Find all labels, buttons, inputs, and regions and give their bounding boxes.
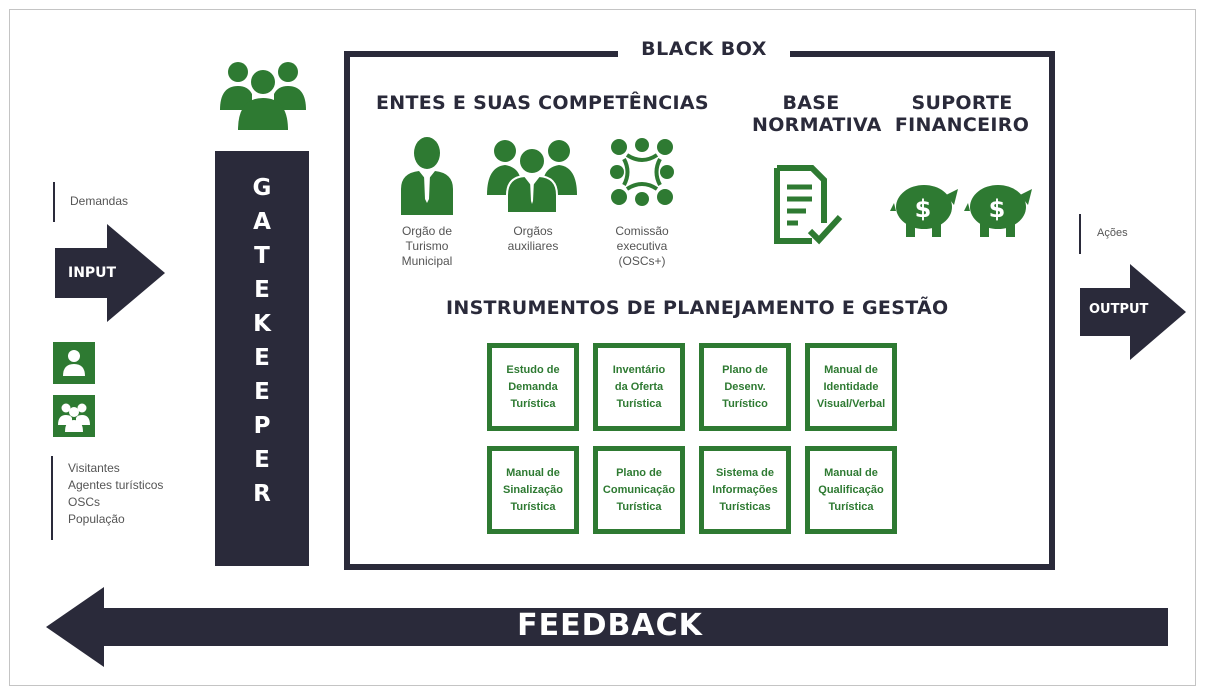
label-line: auxiliares: [507, 239, 559, 253]
single-person-icon: [53, 342, 95, 384]
stakeholder-item: Visitantes: [68, 461, 120, 475]
instrument-line: Estudo de: [506, 363, 560, 376]
group-people-icon: [53, 395, 95, 437]
svg-text:$: $: [915, 195, 932, 223]
diagram-frame: [9, 9, 1196, 686]
feedback-arrow: [46, 587, 1168, 667]
label-line: executiva: [616, 239, 668, 253]
instrument-line: Sistema de: [715, 466, 775, 479]
instrument-line: Manual de: [824, 363, 878, 376]
gatekeeper-letter: E: [254, 379, 270, 405]
acoes-bar: [1079, 214, 1081, 254]
entes-item-label: Orgão de Turismo Municipal: [374, 224, 480, 269]
gatekeeper-letter: A: [253, 209, 271, 235]
label-line: Comissão: [615, 224, 669, 238]
label-line: Municipal: [401, 254, 453, 268]
instrument-line: Visual/Verbal: [816, 397, 886, 410]
gatekeeper-people-icon: [220, 62, 306, 130]
instrument-line: Sinalização: [503, 483, 563, 496]
gatekeeper-letter: G: [252, 175, 272, 201]
feedback-label: FEEDBACK: [517, 608, 703, 643]
instrument-line: Desenv.: [724, 380, 766, 393]
instrument-line: Plano de: [616, 466, 662, 479]
output-arrow: [1080, 264, 1186, 360]
gatekeeper-letter: E: [254, 277, 270, 303]
instrument-line: Identidade: [823, 380, 879, 393]
businessman-icon: [401, 137, 453, 215]
document-check-icon: [774, 165, 843, 245]
instrument-line: Comunicação: [602, 483, 676, 496]
input-label: INPUT: [68, 265, 117, 281]
suporte-title-line: FINANCEIRO: [894, 114, 1030, 136]
instrumentos-title: INSTRUMENTOS DE PLANEJAMENTO E GESTÃO: [446, 297, 949, 319]
gatekeeper-letter: P: [253, 413, 271, 439]
gatekeeper-letter: K: [253, 311, 271, 337]
suporte-title-line: SUPORTE: [911, 92, 1013, 114]
gatekeeper-letter: T: [254, 243, 270, 269]
gatekeeper-column: G A T E K E E P E R: [215, 151, 309, 566]
label-line: Orgãos: [513, 224, 553, 238]
stakeholder-item: População: [68, 512, 125, 526]
instrument-line: Manual de: [824, 466, 878, 479]
instrument-line: Inventário: [612, 363, 666, 376]
gatekeeper-letter: E: [254, 447, 270, 473]
label-line: (OSCs+): [618, 254, 666, 268]
instrument-line: Turísticas: [719, 500, 771, 513]
instrument-line: da Oferta: [614, 380, 664, 393]
output-label: OUTPUT: [1089, 302, 1149, 317]
suporte-financeiro-title: SUPORTE FINANCEIRO: [888, 92, 1036, 136]
input-arrow: [55, 224, 165, 322]
stakeholder-item: OSCs: [68, 495, 101, 509]
group-businessmen-icon: [487, 140, 577, 213]
gatekeeper-letter: E: [254, 345, 270, 371]
instrument-line: Manual de: [506, 466, 560, 479]
instrument-line: Turística: [828, 500, 874, 513]
stakeholders-bar: [51, 456, 53, 540]
instrument-line: Turística: [510, 500, 556, 513]
demandas-bar: [53, 182, 55, 222]
demandas-label: Demandas: [70, 194, 129, 208]
svg-text:$: $: [989, 195, 1006, 223]
base-title-line: NORMATIVA: [752, 114, 882, 136]
stakeholder-item: Agentes turísticos: [68, 478, 164, 492]
instrument-line: Turística: [616, 397, 662, 410]
entes-item-label: Orgãos auxiliares: [480, 224, 586, 254]
instrument-box: Plano de Desenv. Turístico: [699, 343, 791, 431]
instrument-line: Plano de: [722, 363, 768, 376]
stakeholders-list: Visitantes Agentes turísticos OSCs Popul…: [68, 460, 163, 528]
base-normativa-title: BASE NORMATIVA: [752, 92, 882, 136]
entes-item-label: Comissão executiva (OSCs+): [590, 224, 694, 269]
instrument-line: Turístico: [722, 397, 768, 410]
instrument-line: Informações: [712, 483, 778, 496]
piggy-bank-icon: $: [964, 185, 1032, 237]
gatekeeper-letter: R: [253, 481, 271, 507]
piggy-bank-icon: $: [890, 185, 958, 237]
black-box-title: BLACK BOX: [618, 36, 790, 62]
base-title-line: BASE: [782, 92, 840, 114]
entes-title: ENTES E SUAS COMPETÊNCIAS: [376, 92, 709, 114]
network-team-icon: [610, 138, 674, 206]
instrument-line: Qualificação: [818, 483, 884, 496]
instrument-line: Demanda: [508, 380, 558, 393]
label-line: Orgão de: [401, 224, 453, 238]
instrument-line: Turística: [510, 397, 556, 410]
instrument-line: Turística: [616, 500, 662, 513]
acoes-label: Ações: [1097, 227, 1128, 239]
label-line: Turismo: [405, 239, 449, 253]
